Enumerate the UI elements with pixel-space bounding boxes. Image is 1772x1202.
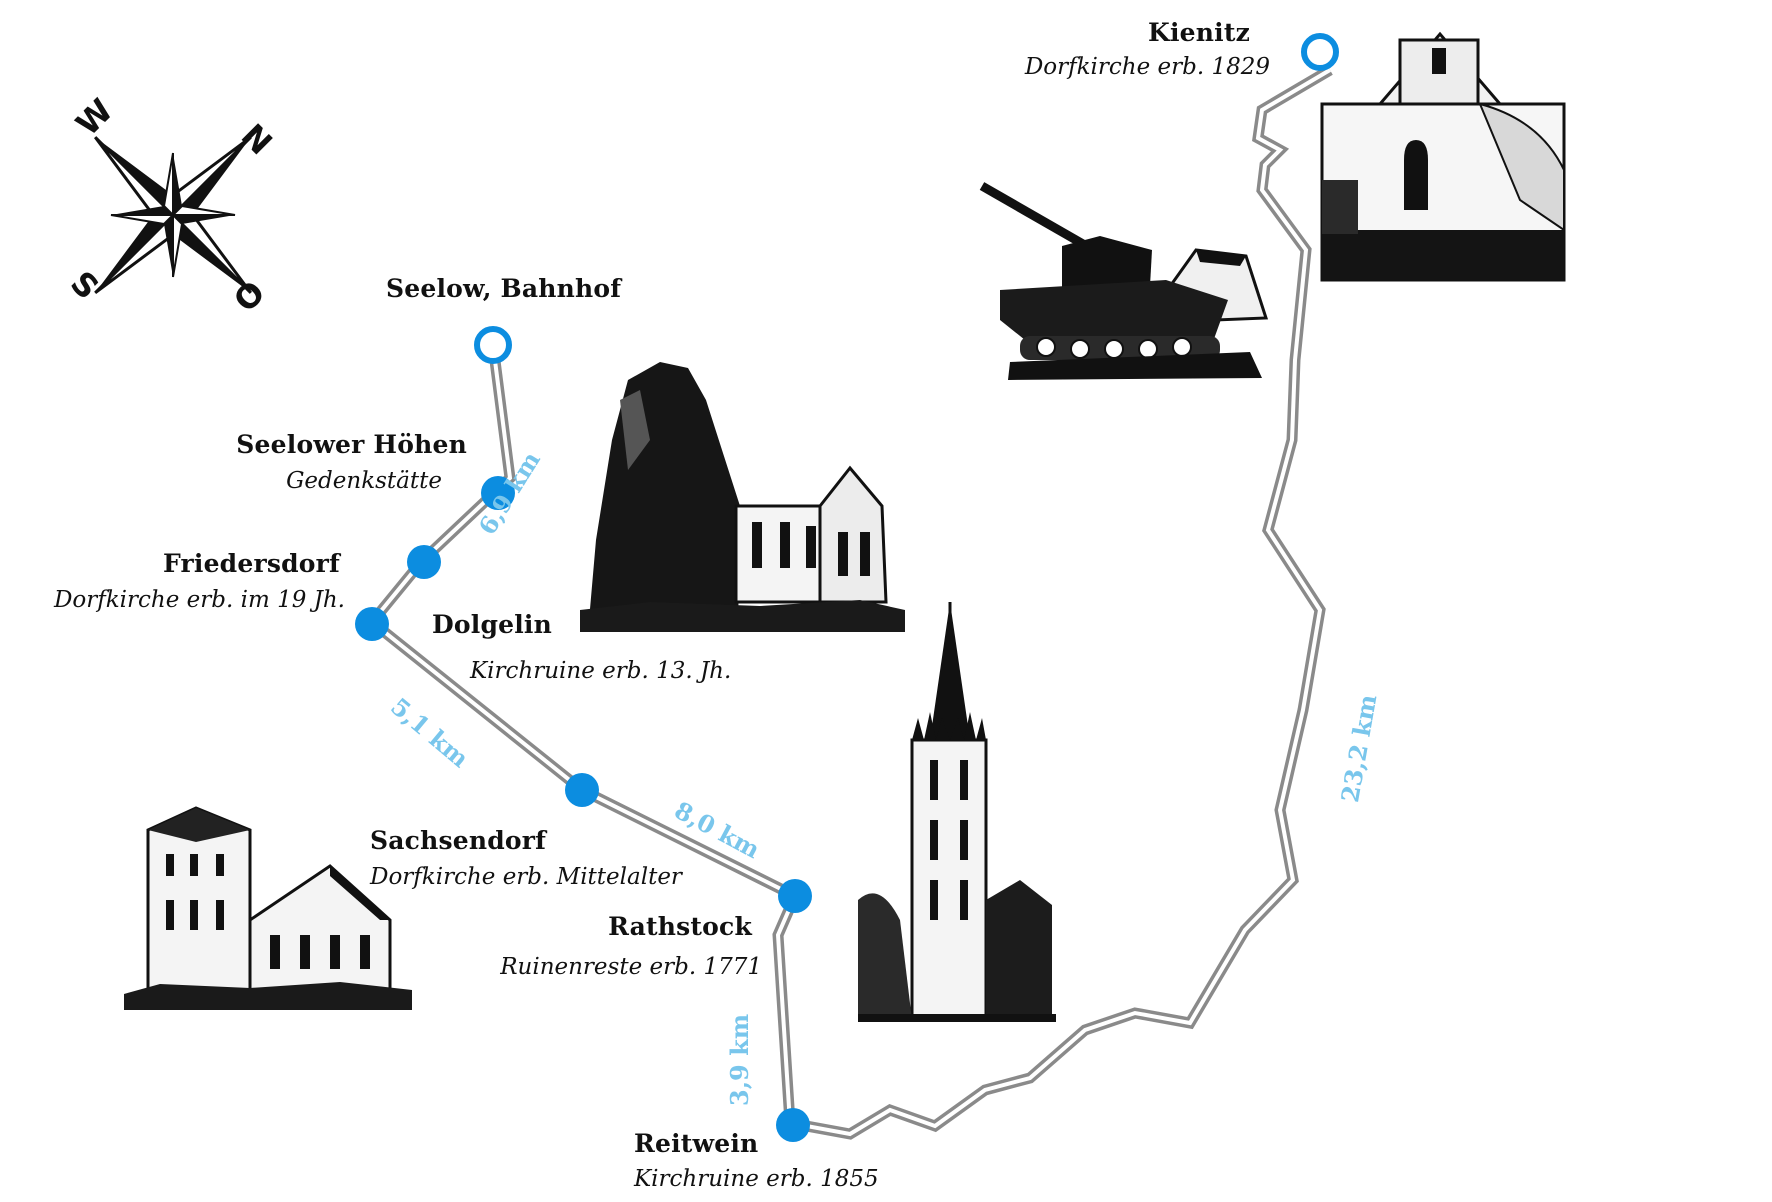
stop-marker-dolgelin[interactable] bbox=[355, 607, 389, 641]
compass-w: W bbox=[68, 91, 120, 143]
stop-marker-seelower-hoehen[interactable] bbox=[481, 476, 515, 510]
stop-name-kienitz: Kienitz bbox=[1148, 18, 1250, 47]
stop-marker-seelow[interactable] bbox=[474, 326, 512, 364]
stop-marker-friedersdorf[interactable] bbox=[407, 545, 441, 579]
stop-name-rathstock: Rathstock bbox=[608, 912, 752, 941]
compass-rose: W N S O bbox=[63, 91, 280, 319]
stop-sub-kienitz: Dorfkirche erb. 1829 bbox=[1024, 54, 1270, 80]
distance-label-rathstock-reitwein: 3,9 km bbox=[725, 1013, 754, 1106]
stop-marker-sachsendorf[interactable] bbox=[565, 773, 599, 807]
dolgelin-church-ruin-image bbox=[580, 362, 905, 632]
stop-marker-rathstock[interactable] bbox=[778, 879, 812, 913]
stop-name-seelow: Seelow, Bahnhof bbox=[386, 274, 622, 303]
stop-sub-seelower-hoehen: Gedenkstätte bbox=[286, 468, 442, 494]
rathstock-church-tower-image bbox=[858, 602, 1056, 1022]
sachsendorf-church-image bbox=[124, 806, 412, 1010]
stop-marker-reitwein[interactable] bbox=[776, 1108, 810, 1142]
stop-name-sachsendorf: Sachsendorf bbox=[370, 826, 547, 855]
tank-monument-image bbox=[979, 182, 1269, 380]
compass-n: N bbox=[234, 116, 280, 162]
compass-s: S bbox=[63, 264, 106, 307]
stop-name-friedersdorf: Friedersdorf bbox=[163, 549, 340, 578]
stop-sub-dolgelin: Kirchruine erb. 13. Jh. bbox=[470, 658, 732, 684]
stop-sub-rathstock: Ruinenreste erb. 1771 bbox=[500, 954, 762, 980]
stop-sub-reitwein: Kirchruine erb. 1855 bbox=[634, 1166, 879, 1192]
kienitz-church-image bbox=[1320, 31, 1566, 282]
stop-name-dolgelin: Dolgelin bbox=[432, 610, 553, 639]
stop-marker-kienitz[interactable] bbox=[1301, 33, 1339, 71]
stop-name-seelower-hoehen: Seelower Höhen bbox=[236, 430, 467, 459]
compass-o: O bbox=[226, 273, 272, 319]
stop-sub-friedersdorf: Dorfkirche erb. im 19 Jh. bbox=[53, 587, 345, 613]
stop-sub-sachsendorf: Dorfkirche erb. Mittelalter bbox=[370, 864, 682, 890]
stop-name-reitwein: Reitwein bbox=[634, 1129, 759, 1158]
